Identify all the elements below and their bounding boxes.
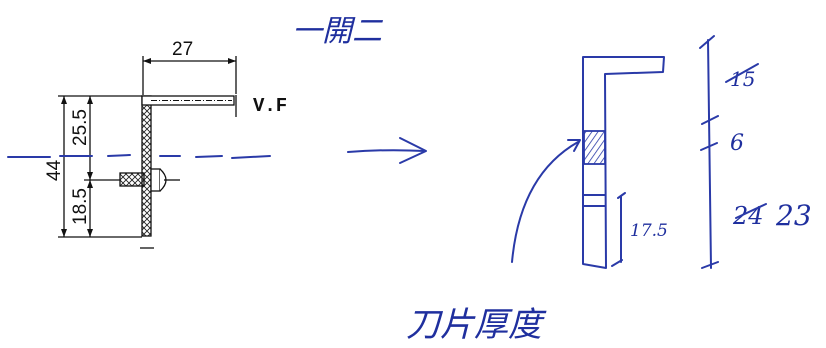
dim-upper-label: 25.5 <box>70 109 91 146</box>
dimension-left: 44 25.5 18.5 <box>44 95 142 238</box>
dim-middle-label: 6 <box>730 131 744 156</box>
dim-top-label: 15 <box>730 67 755 91</box>
dim-lower-label: 18.5 <box>70 188 91 225</box>
cut-line <box>7 154 271 159</box>
profile-outline <box>582 56 665 269</box>
dim-total-label: 44 <box>44 159 65 181</box>
dim-lower-label: 23 <box>775 199 812 232</box>
dim-inner-label: 17.5 <box>630 221 668 241</box>
l-profile-section: V.F <box>140 95 287 249</box>
profile-hand-sketch: 17.5 15 6 24 23 <box>511 35 812 269</box>
blade-zone <box>583 130 606 165</box>
note-blade-thickness: 刀片厚度 <box>406 305 547 345</box>
dim-lower-struck-label: 24 <box>732 202 764 230</box>
dimension-top: 27 <box>142 39 237 95</box>
arrow-icon <box>347 137 427 164</box>
vf-label: V.F <box>253 95 287 117</box>
dim-top-label: 27 <box>172 39 193 60</box>
profile-technical-drawing: 27 V.F <box>7 39 287 249</box>
note-one-into-two: 一開二 <box>292 14 384 49</box>
